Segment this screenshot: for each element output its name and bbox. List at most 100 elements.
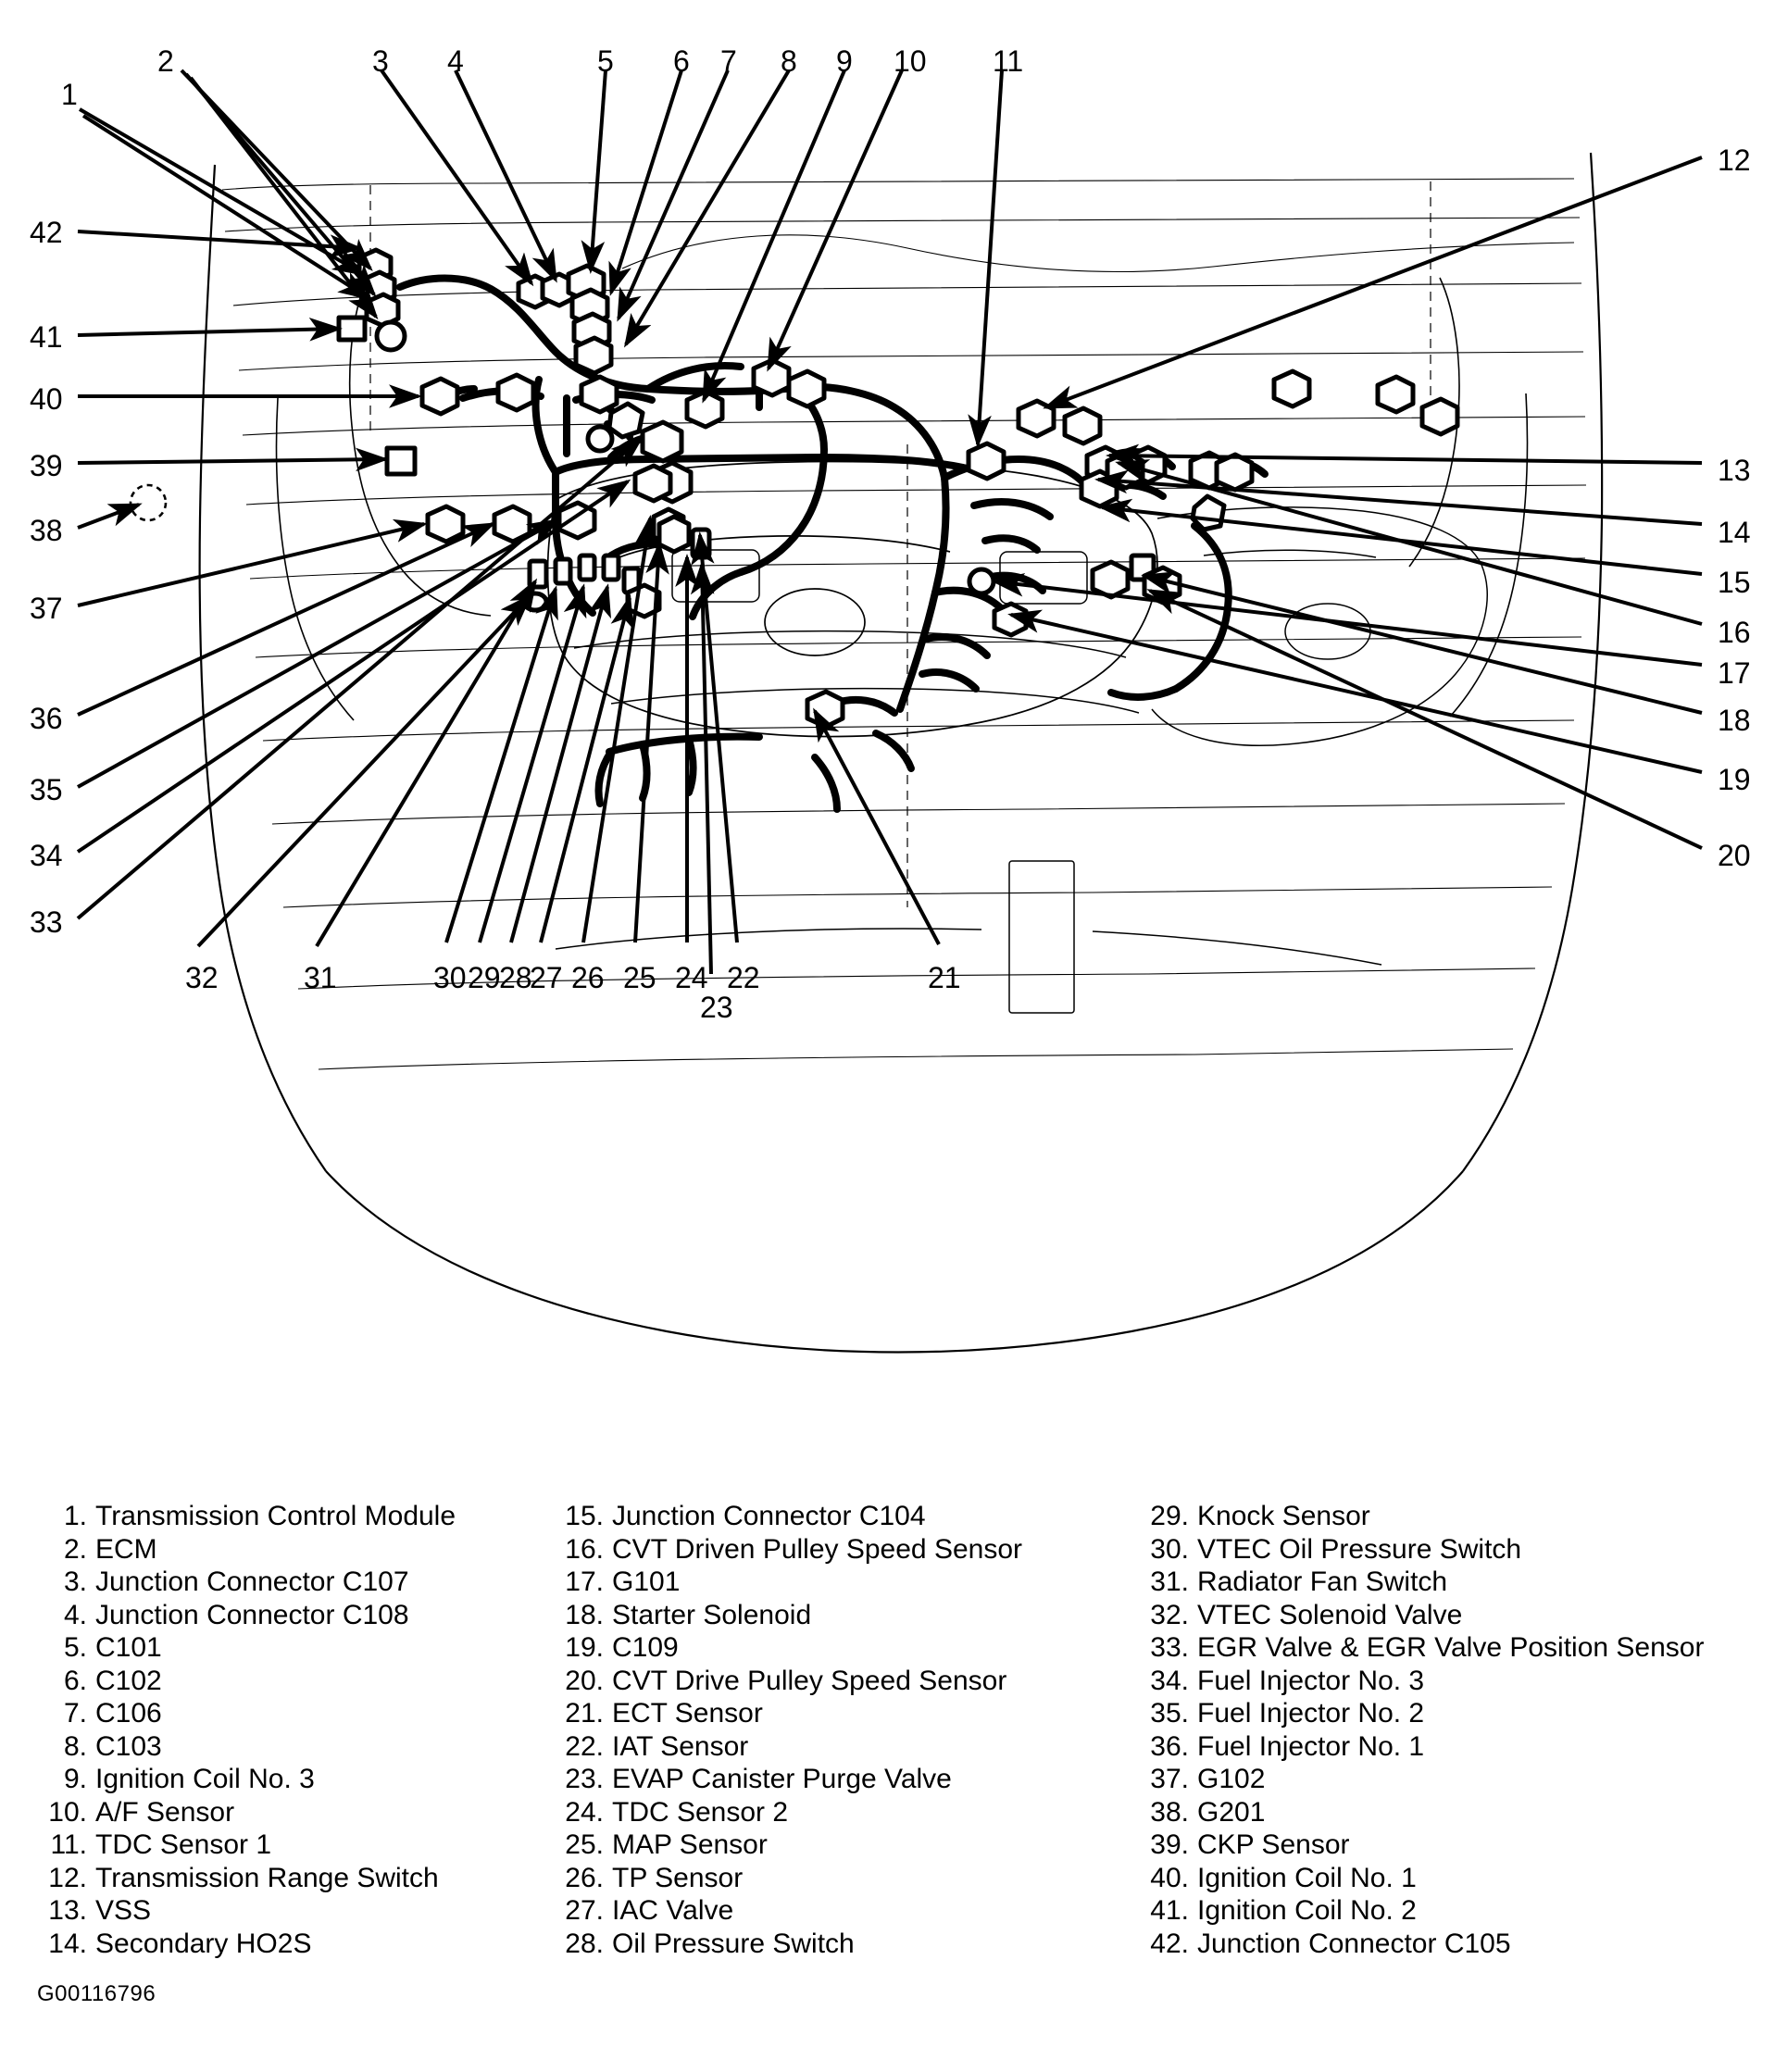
legend-item-number: 16. (565, 1533, 604, 1565)
leader-21 (813, 707, 941, 945)
radiator-support-outline (555, 860, 1382, 1014)
legend-item-label: Ignition Coil No. 1 (1197, 1862, 1417, 1893)
leader-27 (539, 594, 634, 943)
callout-number-12: 12 (1718, 144, 1751, 177)
legend-item-number: 18. (565, 1599, 604, 1630)
leader-22 (691, 531, 739, 943)
firewall-detail (369, 181, 1431, 907)
callout-number-8: 8 (781, 44, 797, 78)
leader-25 (633, 541, 669, 943)
legend-item: 3.Junction Connector C107 (39, 1566, 557, 1599)
legend-item-number: 38. (1150, 1796, 1189, 1828)
callout-number-20: 20 (1718, 839, 1751, 872)
legend-item: 29.Knock Sensor (1141, 1500, 1775, 1533)
strut-tower-left (275, 281, 492, 721)
leader-2c (189, 76, 379, 320)
callout-number-9: 9 (836, 44, 853, 78)
callout-number-14: 14 (1718, 516, 1751, 549)
legend-item-label: G101 (612, 1566, 681, 1597)
legend-item-label: Fuel Injector No. 2 (1197, 1698, 1425, 1729)
callout-number-26: 26 (571, 961, 605, 994)
leader-3 (380, 69, 534, 287)
leader-26 (581, 515, 657, 943)
legend-item-label: Fuel Injector No. 3 (1197, 1665, 1425, 1696)
legend-item-label: EVAP Canister Purge Valve (612, 1764, 952, 1794)
legend-item: 33.EGR Valve & EGR Valve Position Sensor (1141, 1631, 1775, 1665)
leader-34 (76, 479, 631, 854)
legend-item: 27.IAC Valve (556, 1894, 1130, 1928)
legend-item-label: Oil Pressure Switch (612, 1928, 855, 1959)
legend-item: 1.Transmission Control Module (39, 1500, 557, 1533)
callout-number-42: 42 (30, 216, 63, 249)
legend-item-number: 30. (1150, 1533, 1189, 1565)
leader-11 (968, 69, 1004, 448)
legend-item: 13. VSS (39, 1894, 557, 1928)
legend-item: 42.Junction Connector C105 (1141, 1928, 1775, 1961)
legend-item-number: 5. (63, 1632, 87, 1663)
legend-item-number: 4. (63, 1599, 87, 1630)
callout-number-1: 1 (61, 78, 78, 111)
leader-9 (702, 69, 846, 404)
leader-42 (77, 230, 363, 258)
callout-number-24: 24 (675, 961, 708, 994)
legend-item: 32.VTEC Solenoid Valve (1141, 1599, 1775, 1632)
legend-item-label: Ignition Coil No. 3 (95, 1764, 315, 1794)
leader-10 (767, 69, 904, 372)
legend-item-number: 39. (1150, 1829, 1189, 1860)
vehicle-body-detail-lines (221, 178, 1587, 1070)
callout-number-40: 40 (30, 382, 63, 416)
legend-item: 36.Fuel Injector No. 1 (1141, 1730, 1775, 1764)
callout-number-25: 25 (623, 961, 656, 994)
callout-number-30: 30 (433, 961, 467, 994)
legend-item-label: Knock Sensor (1197, 1501, 1370, 1531)
callout-number-33: 33 (30, 905, 63, 939)
leader-37 (77, 518, 428, 607)
leader-8 (623, 69, 791, 348)
legend-item-number: 10. (48, 1796, 87, 1828)
legend-item-number: 28. (565, 1928, 604, 1959)
legend-item-label: IAC Valve (612, 1895, 734, 1926)
legend-item-label: ECT Sensor (612, 1698, 763, 1729)
legend-item: 26.TP Sensor (556, 1862, 1130, 1895)
legend-item-number: 22. (565, 1730, 604, 1762)
legend-item-number: 13. (48, 1895, 87, 1926)
legend-item-label: Junction Connector C104 (612, 1501, 926, 1531)
leader-12 (1043, 156, 1703, 409)
legend-item: 11.TDC Sensor 1 (39, 1829, 557, 1862)
legend-item-number: 20. (565, 1665, 604, 1696)
legend-item-number: 9. (63, 1764, 87, 1794)
legend-item-number: 25. (565, 1829, 604, 1860)
leader-41 (77, 317, 343, 342)
legend-item: 25. MAP Sensor (556, 1829, 1130, 1862)
callout-number-19: 19 (1718, 763, 1751, 796)
legend-item: 8.C103 (39, 1730, 557, 1764)
legend-item-number: 23. (565, 1764, 604, 1794)
legend-item-label: VSS (95, 1895, 152, 1926)
callout-number-4: 4 (447, 44, 464, 78)
legend-item: 17.G101 (556, 1566, 1130, 1599)
legend-item-number: 37. (1150, 1764, 1189, 1794)
leader-7 (617, 69, 730, 322)
leader-6 (608, 69, 683, 296)
legend-item-number: 31. (1150, 1566, 1189, 1597)
legend-item: 5.C101 (39, 1631, 557, 1665)
legend-item: 31.Radiator Fan Switch (1141, 1566, 1775, 1599)
legend-item-number: 24. (565, 1796, 604, 1828)
callout-number-15: 15 (1718, 566, 1751, 599)
leader-1b (81, 114, 372, 301)
legend-item: 18.Starter Solenoid (556, 1599, 1130, 1632)
legend-item-label: MAP Sensor (612, 1829, 768, 1860)
legend-item: 24.TDC Sensor 2 (556, 1796, 1130, 1829)
callout-number-21: 21 (928, 961, 961, 994)
callout-number-7: 7 (720, 44, 737, 78)
wiring-harness-main (396, 274, 1269, 813)
leader-19 (1007, 609, 1703, 774)
callout-number-22: 22 (727, 961, 760, 994)
callout-number-11: 11 (993, 44, 1024, 78)
callout-number-6: 6 (673, 44, 690, 78)
callout-number-27: 27 (530, 961, 563, 994)
leader-18 (1141, 571, 1703, 715)
legend-item-label: Transmission Range Switch (95, 1862, 439, 1893)
